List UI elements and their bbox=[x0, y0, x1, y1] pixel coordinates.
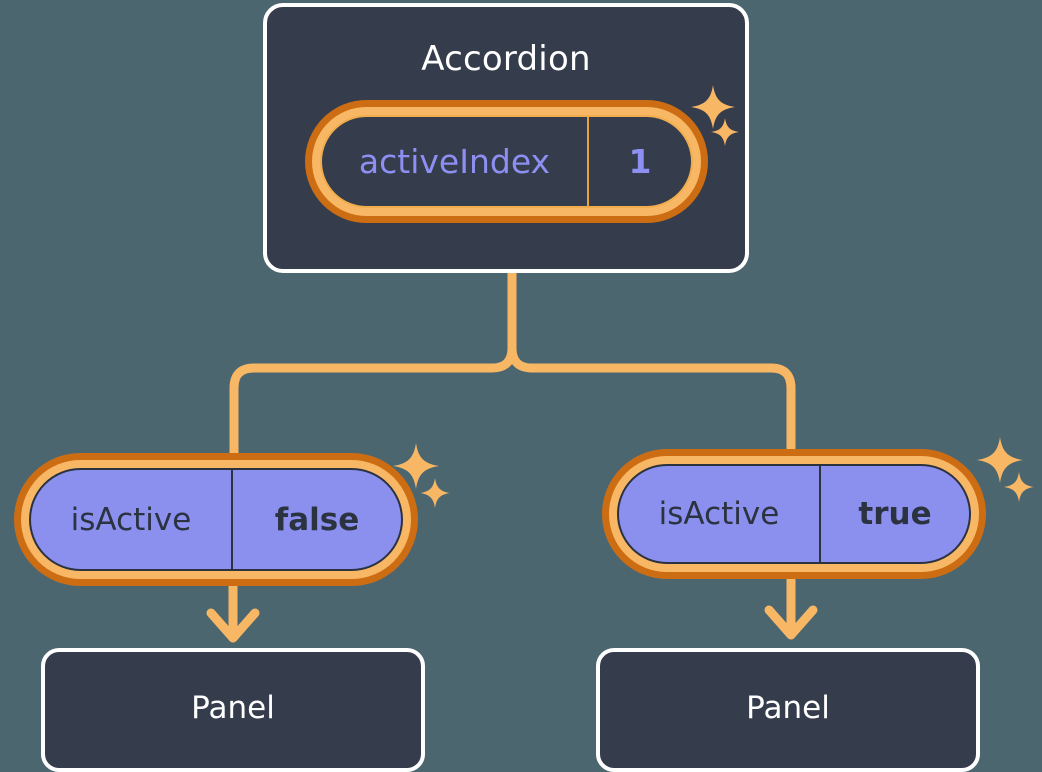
panel-component-box-left[interactable]: Panel bbox=[41, 648, 425, 772]
sparkle-icon-left-small bbox=[420, 478, 450, 508]
panel-title: Panel bbox=[746, 690, 830, 726]
prop-value-label: false bbox=[231, 470, 401, 569]
pill-body: isActive true bbox=[617, 464, 971, 564]
prop-key-label: isActive bbox=[658, 496, 780, 532]
sparkle-icon-left-large bbox=[393, 443, 439, 489]
prop-pill-is-active-false[interactable]: isActive false bbox=[14, 453, 418, 586]
sparkle-icon-right-large bbox=[977, 437, 1023, 483]
arrow-right-panel bbox=[764, 578, 818, 640]
state-value-label: 1 bbox=[587, 117, 691, 206]
prop-key-label: isActive bbox=[70, 501, 192, 538]
arrow-left-panel bbox=[206, 582, 260, 643]
panel-title: Panel bbox=[191, 690, 275, 726]
pill-body: isActive false bbox=[29, 468, 403, 571]
prop-value-label: true bbox=[819, 466, 969, 562]
sparkle-icon-right-small bbox=[1004, 472, 1034, 502]
prop-pill-is-active-true[interactable]: isActive true bbox=[602, 449, 986, 579]
state-key-label: activeIndex bbox=[358, 142, 551, 181]
state-pill-active-index[interactable]: activeIndex 1 bbox=[305, 100, 708, 223]
pill-body: activeIndex 1 bbox=[320, 115, 693, 208]
sparkle-icon-accordion-large bbox=[691, 85, 735, 129]
tree-branch-connector bbox=[229, 268, 517, 460]
panel-component-box-right[interactable]: Panel bbox=[596, 648, 980, 772]
accordion-title: Accordion bbox=[421, 39, 591, 79]
sparkle-icon-accordion-small bbox=[711, 118, 739, 146]
tree-branch-connector-right bbox=[507, 343, 796, 456]
